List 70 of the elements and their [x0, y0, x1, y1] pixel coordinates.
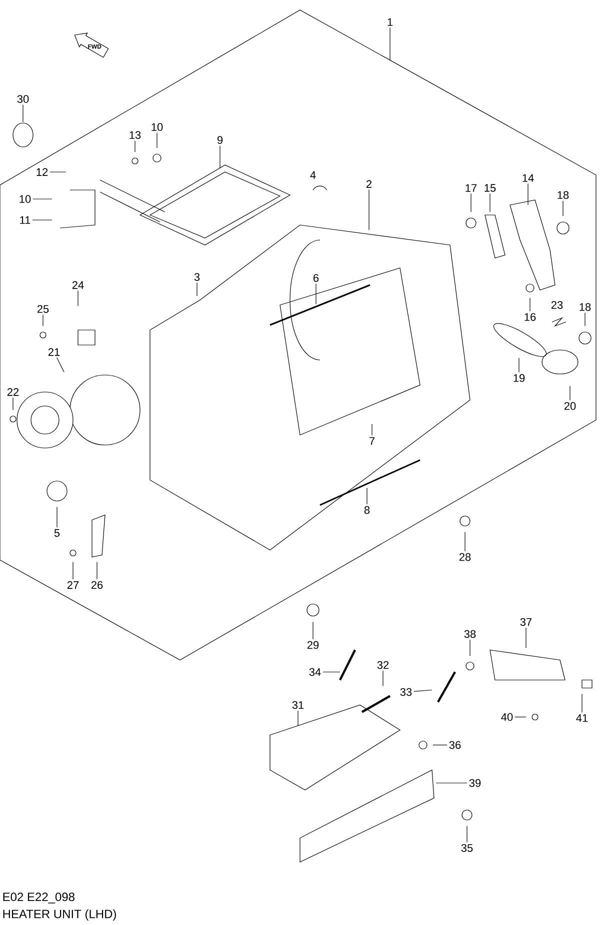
callout-number: 3 — [194, 273, 200, 281]
leader-line — [470, 193, 472, 212]
leader-line — [584, 312, 586, 326]
drawing-code: E02 E22_098 — [3, 892, 74, 904]
leader-line — [368, 189, 370, 230]
callout-number: 29 — [307, 641, 319, 649]
callout-number: 23 — [551, 301, 563, 309]
callout-number: 19 — [514, 374, 525, 382]
callout-number: 26 — [91, 581, 103, 589]
callout-number: 7 — [370, 437, 375, 445]
callout-number: 37 — [520, 618, 532, 626]
leader-line — [22, 104, 24, 122]
leader-line — [72, 562, 74, 580]
callout-number: 9 — [217, 136, 223, 144]
leader-line — [436, 782, 468, 784]
leader-line — [312, 622, 314, 640]
leader-line — [514, 716, 526, 718]
callout-number: 36 — [449, 741, 461, 749]
leader-line — [42, 314, 44, 326]
callout-number: 39 — [469, 779, 481, 787]
leader-line — [414, 690, 432, 692]
callout-number: 38 — [464, 630, 476, 638]
callout-number: 5 — [54, 529, 60, 537]
leader-line — [464, 532, 466, 552]
callout-number: 8 — [364, 506, 370, 514]
callout-number: 24 — [72, 281, 84, 289]
callout-number: 18 — [558, 191, 569, 199]
callout-number: 40 — [501, 713, 513, 721]
callout-number: 11 — [20, 216, 30, 224]
callout-number: 10 — [20, 195, 31, 203]
callout-number: 16 — [524, 313, 536, 321]
callout-number: 15 — [484, 184, 496, 192]
callout-number: 28 — [459, 553, 471, 561]
callout-number: 13 — [130, 131, 141, 139]
callout-number: 32 — [377, 661, 389, 669]
leader-line — [32, 198, 52, 200]
leader-line — [466, 826, 468, 843]
callout-number: 17 — [466, 184, 477, 192]
leader-line — [432, 744, 448, 746]
callout-number: 1 — [388, 18, 393, 26]
leader-line — [518, 358, 520, 373]
callout-number: 6 — [314, 274, 319, 282]
leader-line — [382, 670, 384, 686]
callout-number: 22 — [7, 388, 19, 396]
callout-number: 41 — [576, 714, 588, 722]
callout-number: 35 — [461, 844, 473, 852]
callout-number: 33 — [400, 688, 412, 696]
callout-number: 31 — [292, 701, 304, 709]
leader-line — [56, 357, 64, 372]
callout-number: 18 — [580, 303, 591, 311]
leader-line — [562, 200, 564, 216]
callout-number: 2 — [366, 180, 372, 188]
leader-line — [196, 282, 198, 296]
callout-number: 12 — [36, 168, 48, 176]
leader-line — [96, 562, 98, 580]
callout-number: 10 — [152, 123, 163, 131]
callout-number: 27 — [67, 581, 79, 589]
leader-line — [134, 140, 136, 152]
callout-number: 34 — [309, 668, 321, 676]
leader-line — [12, 397, 14, 410]
callout-number: 14 — [522, 174, 534, 182]
callout-number: 4 — [310, 171, 316, 179]
callout-number: 21 — [48, 348, 60, 356]
leader-line — [56, 506, 58, 528]
callout-number: 20 — [564, 402, 576, 410]
leader-line — [156, 132, 158, 148]
caption: HEATER UNIT (LHD) — [3, 909, 116, 921]
leader-line — [366, 488, 368, 505]
callout-number: 25 — [37, 305, 49, 313]
callout-number: 30 — [17, 95, 29, 103]
